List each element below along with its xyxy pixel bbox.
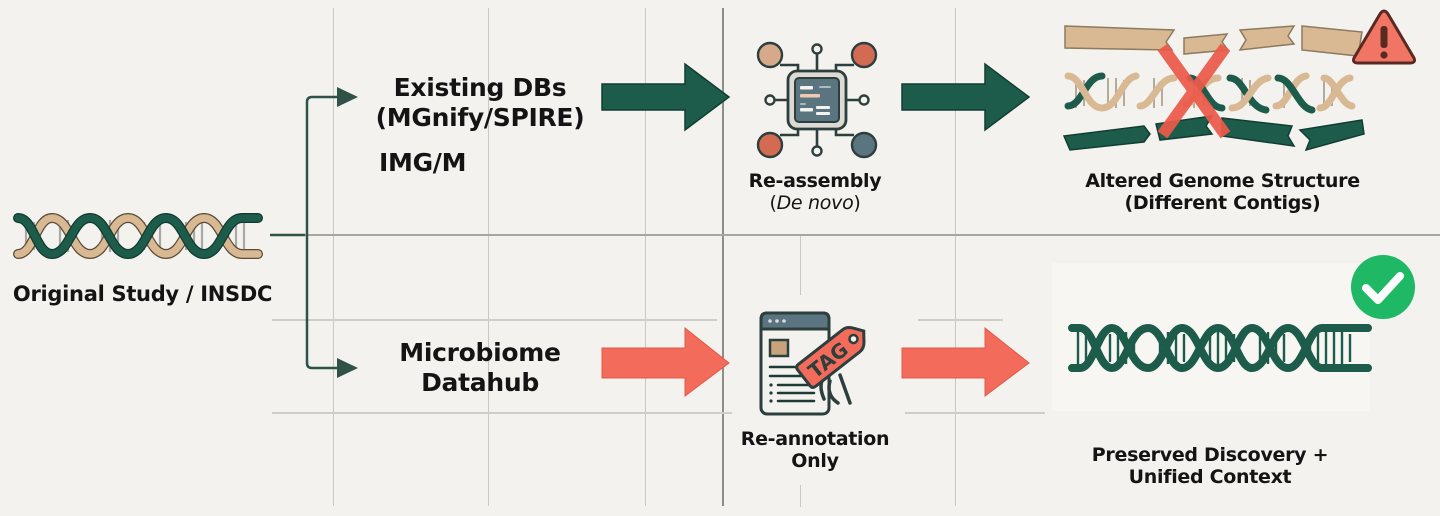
grid-line [272, 319, 717, 321]
green-arrow-2 [901, 62, 1031, 132]
grid-line [645, 8, 646, 506]
altered-genome-label: Altered Genome Structure (Different Cont… [1085, 170, 1360, 215]
grid-line [918, 319, 1003, 321]
grid-line [333, 8, 334, 506]
arrowhead-icon [337, 87, 358, 107]
contig-fragment [1238, 25, 1296, 51]
de-novo-label: (De novo) [769, 192, 861, 215]
coral-arrow-1 [601, 326, 730, 397]
grid-line [722, 8, 724, 506]
green-arrow-1 [601, 62, 731, 132]
contig-fragment [1298, 119, 1365, 152]
grid-line [800, 235, 801, 295]
preserved-discovery-label: Preserved Discovery + Unified Context [1091, 444, 1329, 489]
existing-dbs-label: Existing DBs (MGnify/SPIRE) [375, 73, 585, 132]
contig-fragment [1064, 25, 1176, 51]
document-tag-icon: TAG [759, 311, 866, 416]
grid-line [488, 8, 489, 506]
checkmark-circle-icon [1351, 255, 1415, 319]
grid-line [800, 485, 801, 507]
reassembly-label: Re-assembly (De novo) [730, 170, 900, 215]
grid-line [272, 412, 732, 414]
img-m-label: IMG/M [379, 148, 467, 177]
coral-arrow-2 [901, 326, 1030, 397]
branch-connector [270, 87, 358, 378]
microbiome-datahub-label: Microbiome Datahub [399, 338, 561, 397]
broken-dna-contigs-icon [1062, 25, 1365, 152]
grid-line [955, 8, 956, 506]
grid-line [290, 234, 1440, 236]
dna-double-helix-icon [13, 212, 263, 260]
intact-dna-icon [1068, 323, 1372, 373]
source-label: Original Study / INSDC [12, 282, 273, 306]
reannotation-label: Re-annotation Only [740, 428, 890, 473]
contig-fragment [1221, 117, 1296, 147]
chip-circuit-icon [756, 41, 878, 159]
arrowhead-icon [337, 358, 358, 378]
grid-line [905, 412, 1045, 414]
warning-triangle-icon [1352, 9, 1416, 65]
contig-fragment [1062, 125, 1151, 151]
red-x-icon [1157, 43, 1231, 139]
